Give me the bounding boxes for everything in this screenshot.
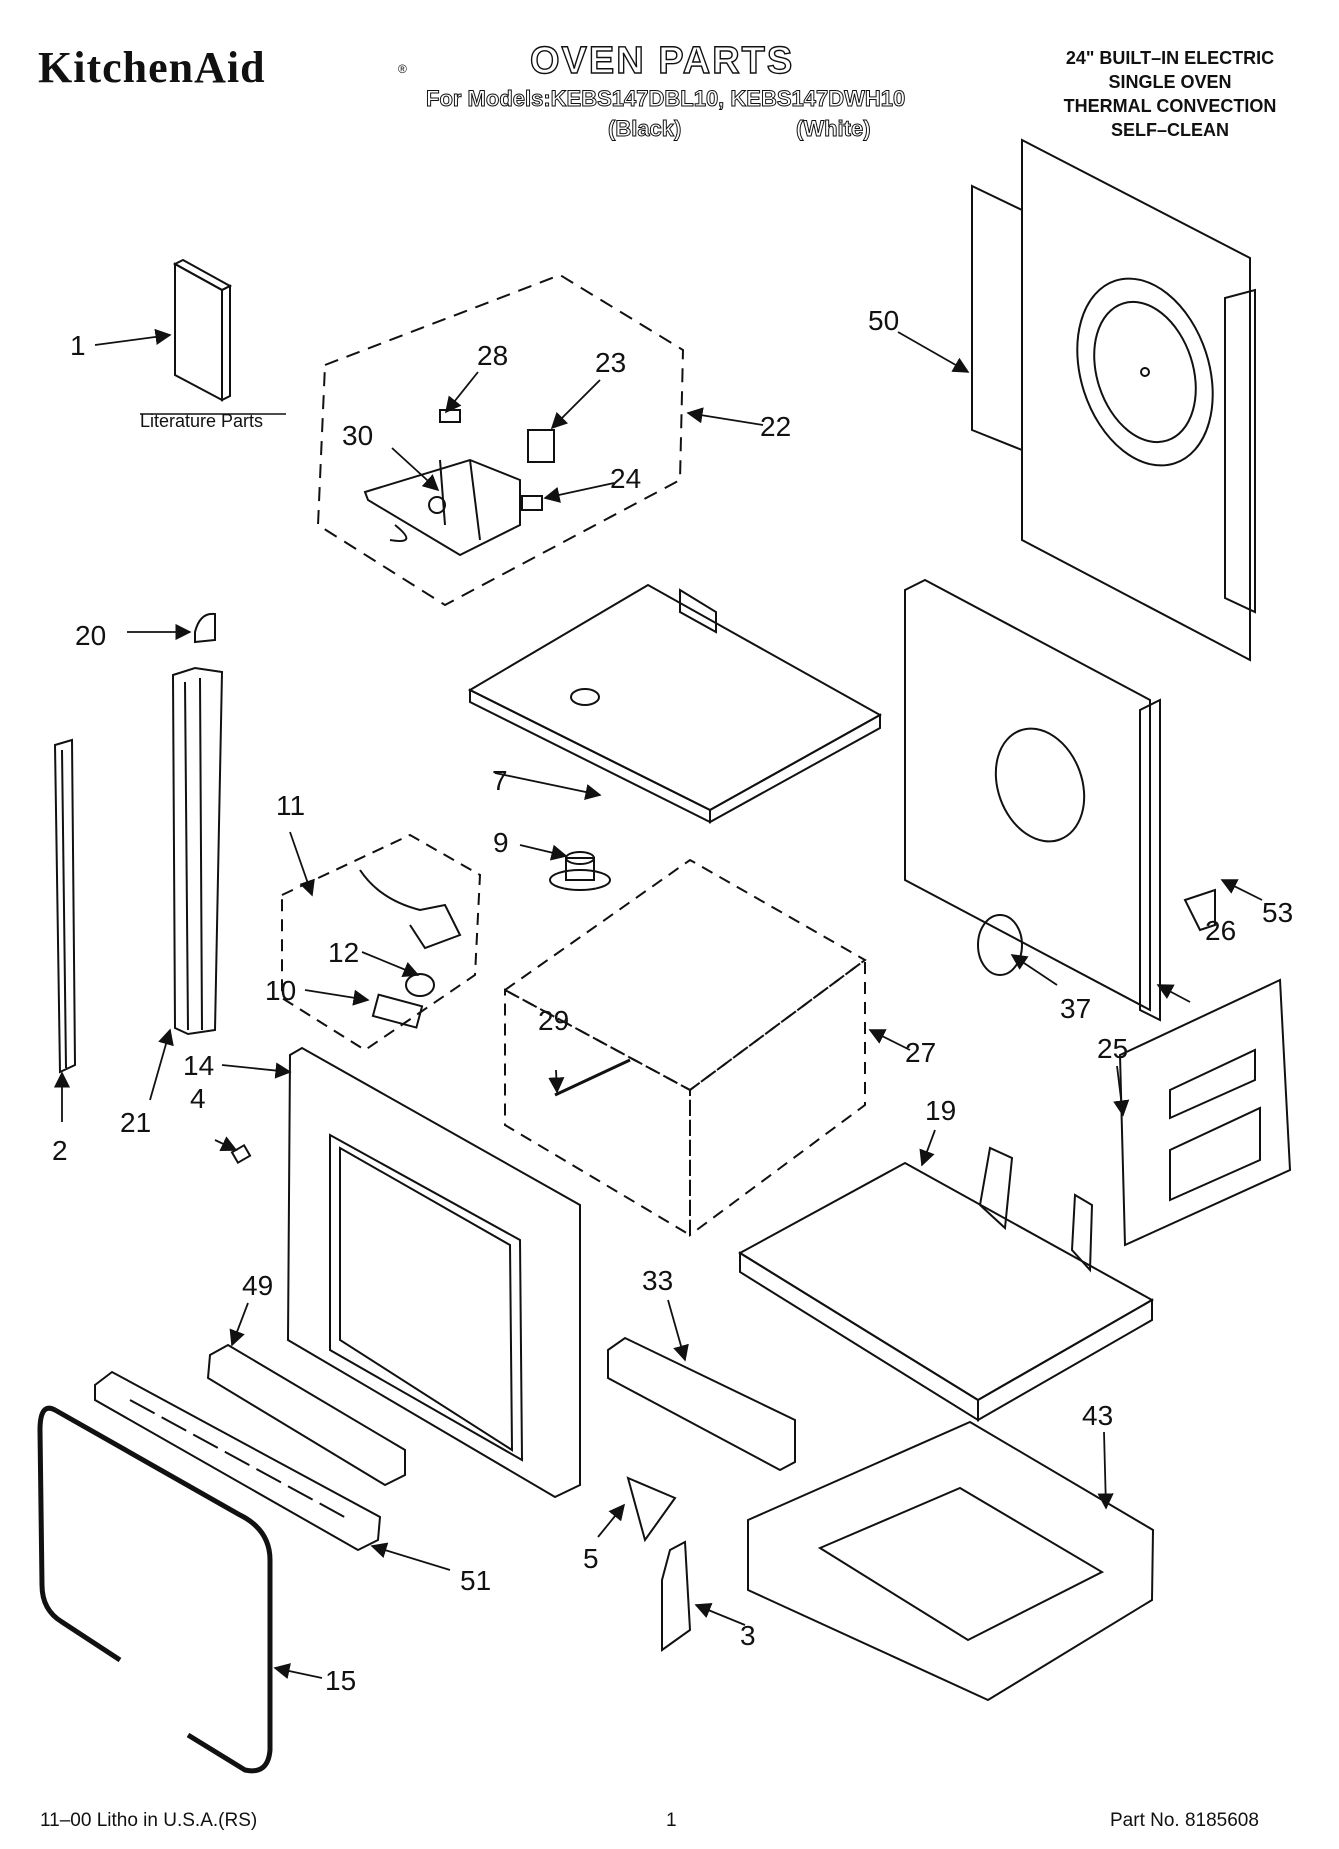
callout-53: 53 [1262,897,1293,928]
callout-14: 14 [183,1050,214,1081]
part-sensor-probe [554,1058,631,1097]
spec-line-1: 24" BUILT–IN ELECTRIC [1065,48,1275,68]
callout-43: 43 [1082,1400,1113,1431]
callout-labels: 1 2 3 4 5 7 9 10 11 12 14 15 19 20 21 22… [52,305,1293,1696]
part-fan-motor [549,851,611,891]
spec-line-2: SINGLE OVEN [1108,72,1232,92]
model-numbers: For Models:KEBS147DBL10, KEBS147DWH10 [425,86,906,112]
callout-20: 20 [75,620,106,651]
spec-line-4: SELF–CLEAN [1110,120,1229,140]
bracket-group-outline [281,833,482,1052]
callout-30: 30 [342,420,373,451]
part-thermostat-37 [977,914,1023,976]
spec-line-3: THERMAL CONVECTION [1063,96,1277,116]
callout-4: 4 [190,1083,206,1114]
callout-22: 22 [760,411,791,442]
callout-28: 28 [477,340,508,371]
callout-33: 33 [642,1265,673,1296]
callout-50: 50 [868,305,899,336]
part-oven-liner [503,858,867,1237]
literature-label: Literature Parts [140,411,263,431]
part-wire-assembly [359,869,462,1029]
part-front-frame [286,1046,581,1499]
part-side-trim-channel [171,666,224,1036]
part-control-bracket [363,409,555,557]
part-oven-top [467,583,883,824]
part-bottom-tray-43 [747,1420,1155,1702]
callout-5: 5 [583,1543,599,1574]
part-side-panel-right [904,578,1161,1022]
part-door-gasket [37,1405,273,1774]
part-bracket-5 [626,1476,677,1543]
black-model-label: (Black) [607,116,682,142]
callout-10: 10 [265,975,296,1006]
callout-29: 29 [538,1005,569,1036]
page-title: OVEN PARTS [529,39,795,82]
part-rear-bracket-25 [1118,978,1292,1247]
footer-page-number: 1 [666,1810,677,1831]
part-literature-book [172,258,233,402]
callout-1: 1 [70,330,86,361]
callout-26: 26 [1205,915,1236,946]
callout-24: 24 [610,463,641,494]
registered-mark: ® [398,62,407,76]
callout-12: 12 [328,937,359,968]
callout-3: 3 [740,1620,756,1651]
callout-49: 49 [242,1270,273,1301]
part-rear-panel [971,138,1256,662]
part-bracket-3 [661,1540,692,1652]
part-vent-51 [94,1370,382,1552]
callout-37: 37 [1060,993,1091,1024]
part-trim-cap [194,612,216,644]
part-side-trim-left [53,738,77,1074]
part-bracket-53 [1183,888,1216,932]
callout-23: 23 [595,347,626,378]
part-oven-bottom [738,1146,1155,1422]
callout-11: 11 [276,790,305,821]
callout-21: 21 [120,1107,151,1138]
part-vent-trim-49 [206,1343,406,1487]
footer-part-number: Part No. 8185608 [1110,1810,1259,1831]
callout-leaders [53,328,1263,1679]
callout-19: 19 [925,1095,956,1126]
part-brace-33 [607,1336,796,1472]
part-screw-4 [230,1143,252,1165]
callout-27: 27 [905,1037,936,1068]
callout-2: 2 [52,1135,68,1166]
callout-15: 15 [325,1665,356,1696]
callout-7: 7 [492,765,508,796]
callout-9: 9 [493,827,509,858]
callout-25: 25 [1097,1033,1128,1064]
brand-logo: KitchenAid [38,43,266,92]
footer-litho: 11–00 Litho in U.S.A.(RS) [40,1810,258,1831]
white-model-label: (White) [796,116,872,142]
callout-51: 51 [460,1565,491,1596]
